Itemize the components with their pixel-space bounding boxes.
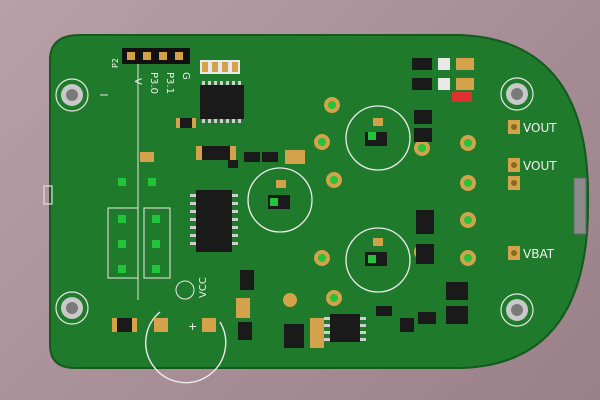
ic-u3 xyxy=(324,314,366,342)
vcc-label: VCC xyxy=(198,277,209,298)
test-point-vout-1 xyxy=(508,120,520,134)
test-point-label-vout-2: VOUT xyxy=(523,159,557,173)
edge-connector xyxy=(573,177,587,235)
header-pin-label-g: G xyxy=(180,72,191,80)
left-edge-mark xyxy=(43,185,53,205)
header-pin-label-v: V xyxy=(132,78,143,85)
mounting-hole-bl xyxy=(55,291,89,325)
mounting-hole-tr xyxy=(500,77,534,111)
led-cluster xyxy=(107,207,171,279)
mounting-hole-tl xyxy=(55,78,89,112)
test-point-vout-2 xyxy=(508,158,520,190)
test-point-vbat xyxy=(508,246,520,260)
header-pin-label-p31: P3.1 xyxy=(164,72,175,94)
ic-u2 xyxy=(190,190,238,252)
smd-components xyxy=(112,58,474,348)
header-designator: P2 xyxy=(111,58,120,68)
indicator-leds xyxy=(118,132,376,273)
test-point-label-vout-1: VOUT xyxy=(523,121,557,135)
battery-holder xyxy=(145,280,227,384)
battery-plus-label: + xyxy=(188,320,197,333)
mounting-hole-br xyxy=(500,293,534,327)
header-pin-label-p30: P3.0 xyxy=(148,72,159,94)
ic-u1 xyxy=(200,81,244,123)
header-p2 xyxy=(122,48,190,64)
test-point-label-vbat: VBAT xyxy=(523,247,555,261)
